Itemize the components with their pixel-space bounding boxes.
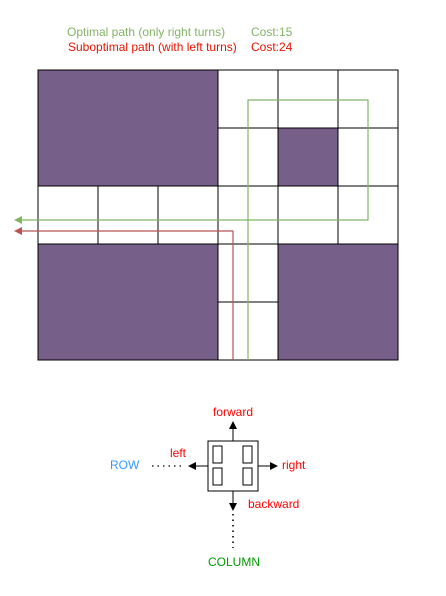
optimal-path-label: Optimal path (only right turns) bbox=[67, 25, 226, 39]
obstacle-bottom-right bbox=[278, 244, 398, 360]
column-label: COLUMN bbox=[208, 555, 261, 569]
optimal-path bbox=[14, 99, 369, 360]
forward-label: forward bbox=[213, 405, 254, 419]
suboptimal-path bbox=[14, 227, 234, 360]
obstacle-bottom-left bbox=[38, 244, 218, 360]
robot-icon bbox=[207, 440, 259, 492]
backward-label: backward bbox=[248, 497, 300, 511]
obstacle-top-left bbox=[38, 70, 218, 186]
optimal-path-cost: Cost:15 bbox=[251, 25, 293, 39]
suboptimal-path-label: Suboptimal path (with left turns) bbox=[68, 40, 237, 54]
row-label: ROW bbox=[110, 458, 140, 472]
left-label: left bbox=[170, 446, 187, 460]
right-label: right bbox=[282, 458, 306, 472]
suboptimal-path-cost: Cost:24 bbox=[251, 40, 293, 54]
obstacle-center bbox=[278, 128, 338, 186]
